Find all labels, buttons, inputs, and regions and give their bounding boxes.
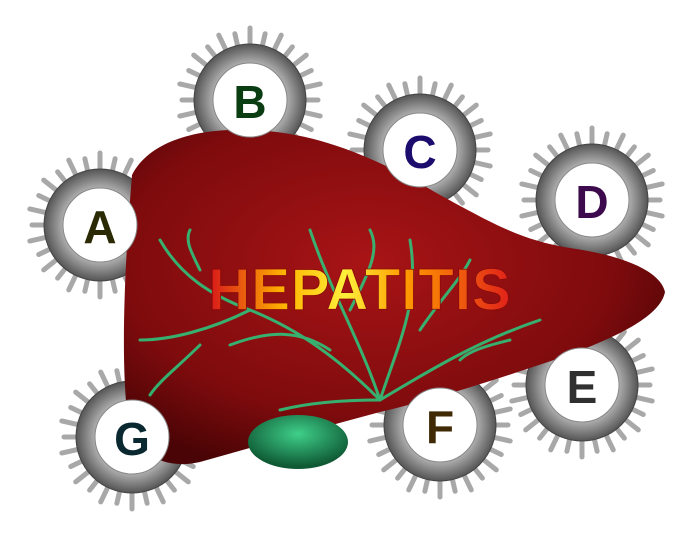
virus-letter: G: [114, 413, 150, 465]
virus-letter: F: [426, 401, 454, 453]
label-circle: [382, 112, 458, 188]
virus-label-c: C: [382, 112, 458, 188]
label-circle: [544, 347, 620, 423]
label-layer: A B C D E F G: [62, 62, 630, 475]
gallbladder: [248, 415, 348, 469]
virus-letter: A: [83, 201, 116, 253]
blood-vessels: [138, 228, 542, 412]
virus-label-e: E: [544, 347, 620, 423]
virus-letter: B: [233, 76, 266, 128]
virus-letter: C: [403, 126, 436, 178]
virus-label-a: A: [62, 187, 138, 263]
liver: [123, 129, 666, 465]
label-circle: [554, 162, 630, 238]
virus-letter: D: [575, 176, 608, 228]
virus-label-b: B: [212, 62, 288, 138]
virus-label-d: D: [554, 162, 630, 238]
virus-label-f: F: [402, 387, 478, 463]
label-circle: [94, 399, 170, 475]
label-circle: [402, 387, 478, 463]
virus-label-g: G: [94, 399, 170, 475]
virus-letter: E: [567, 361, 598, 413]
label-circle: [212, 62, 288, 138]
label-circle: [62, 187, 138, 263]
hepatitis-title: HEPATITIS: [208, 258, 511, 323]
